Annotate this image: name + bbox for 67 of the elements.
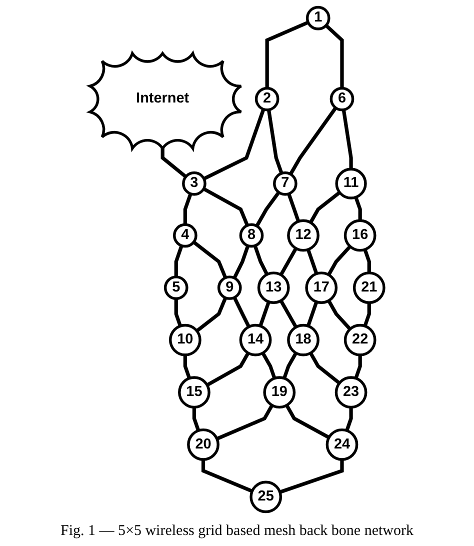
connector (289, 106, 338, 176)
node-circle: 18 (287, 324, 320, 356)
caption: Fig. 1 — 5×5 wireless grid based mesh back bone network (60, 522, 414, 541)
connector (174, 245, 184, 277)
connector (232, 296, 250, 328)
connector (255, 191, 280, 227)
connector (327, 300, 352, 330)
connector (253, 245, 269, 276)
connector (345, 407, 353, 432)
node-circle: 20 (187, 428, 220, 461)
connector (232, 245, 250, 279)
node-circle: 16 (344, 219, 376, 252)
node-circle: 5 (164, 276, 188, 300)
connector (282, 352, 298, 379)
connector (265, 20, 309, 88)
connector (266, 109, 284, 174)
connector (354, 354, 362, 379)
node-circle: 7 (273, 171, 298, 196)
connector (183, 354, 192, 379)
connector (327, 245, 352, 276)
node-circle: 12 (287, 219, 320, 252)
node-circle: 23 (334, 376, 368, 409)
connector (279, 247, 298, 276)
node-circle: 14 (239, 324, 272, 356)
connector (201, 459, 253, 493)
connector (203, 108, 266, 180)
node-circle: 24 (326, 428, 358, 461)
node-circle: 3 (182, 171, 206, 196)
connector (192, 407, 200, 432)
connector (174, 298, 182, 327)
connector (306, 301, 318, 327)
node-circle: 4 (173, 223, 198, 248)
connector (279, 459, 344, 494)
connector (363, 248, 371, 273)
connector (196, 297, 228, 332)
connector (160, 146, 187, 178)
node-circle: 8 (239, 223, 264, 248)
connector (354, 196, 362, 221)
connector (279, 300, 298, 328)
connector (309, 191, 341, 224)
node-circle: 17 (305, 272, 338, 304)
node-circle: 19 (263, 376, 296, 409)
connector (258, 301, 270, 327)
node-circle: 21 (352, 272, 386, 304)
node-circle: 9 (217, 276, 242, 300)
node-circle: 13 (257, 272, 290, 304)
connector (192, 240, 228, 278)
node-circle: 22 (344, 324, 376, 356)
node-circle: 15 (178, 376, 210, 409)
node-circle: 11 (335, 168, 367, 200)
connector (206, 352, 250, 387)
node-circle: 6 (330, 86, 354, 112)
node-circle: 1 (306, 6, 330, 30)
connector (261, 352, 276, 379)
connector (309, 352, 341, 385)
node-circle: 25 (250, 480, 282, 514)
connector (342, 109, 353, 170)
connector (202, 187, 250, 226)
node-circle: 10 (168, 324, 202, 356)
connector (324, 24, 344, 88)
connector (183, 193, 192, 225)
connector (306, 248, 318, 274)
connector (287, 193, 300, 222)
node-circle: 2 (254, 86, 280, 112)
connector (363, 302, 371, 327)
connector (285, 404, 330, 440)
connector (216, 404, 274, 440)
